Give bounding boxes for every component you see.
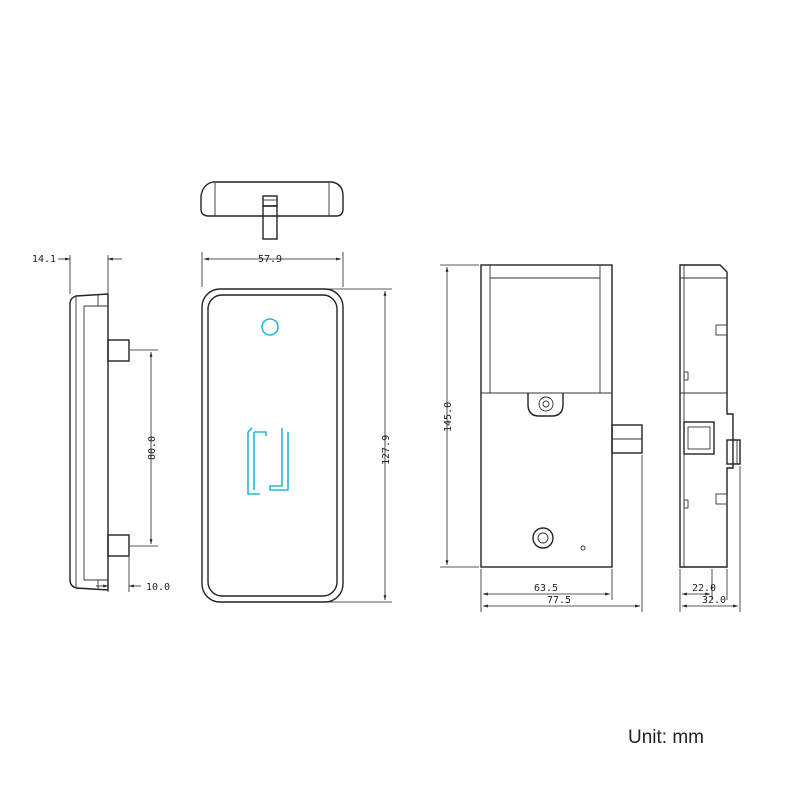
side-view-right: 22.0 32.0 (679, 264, 741, 612)
dim-63-5: 63.5 (534, 583, 558, 594)
rear-view: 145.0 63.5 77.5 (440, 264, 643, 612)
dim-32-0: 32.0 (702, 595, 726, 606)
dim-77-5: 77.5 (547, 595, 571, 606)
side-view-left: 14.1 80.0 10.0 (32, 254, 170, 593)
dim-14-1: 14.1 (32, 254, 56, 265)
dim-22-0: 22.0 (692, 583, 716, 594)
front-view: 57.9 127.9 (201, 252, 392, 603)
dim-145-0: 145.0 (443, 402, 454, 432)
status-indicator-icon (261, 318, 279, 336)
unit-label: Unit: mm (628, 727, 704, 748)
dim-80-0: 80.0 (147, 436, 158, 460)
dim-127-9: 127.9 (381, 435, 392, 465)
top-view (200, 181, 344, 240)
dim-57-9: 57.9 (258, 254, 282, 265)
card-reader-icon (247, 427, 289, 495)
dim-10-0: 10.0 (146, 582, 170, 593)
